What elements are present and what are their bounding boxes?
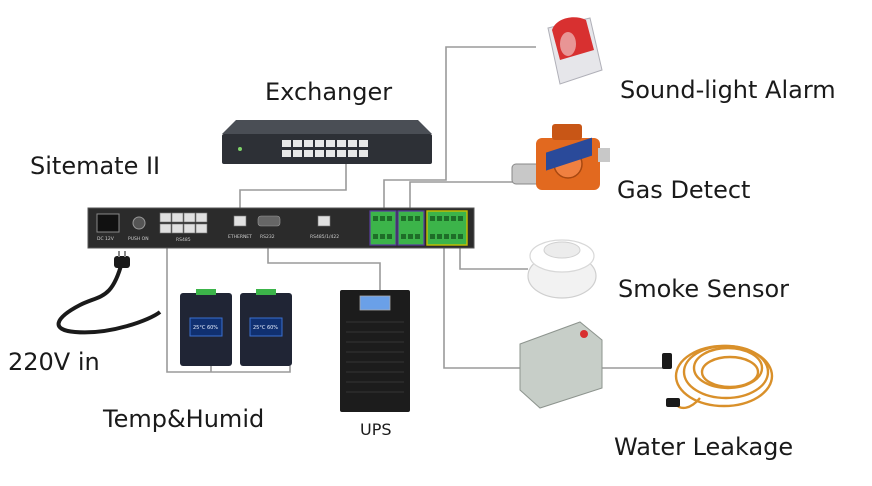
- temp-humid-sensor-2-icon: [240, 289, 292, 366]
- rs232-port-text: RS232: [260, 234, 275, 240]
- sitemate-device-panel: DC 12V PUSH ON RS485 ETHERNET RS232 RS48…: [87, 207, 475, 249]
- power-socket-icon: [96, 213, 120, 233]
- power-switch-text: PUSH ON: [128, 236, 149, 242]
- line-water: [443, 247, 524, 369]
- label-ups: UPS: [360, 420, 392, 439]
- smoke-sensor-icon: [527, 239, 597, 299]
- water-leak-cable-icon: [674, 344, 774, 410]
- line-rs485-temp-humid: [166, 248, 291, 373]
- connector-lines: [166, 46, 664, 373]
- exchanger-switch-icon: [222, 120, 432, 164]
- label-gas-detect: Gas Detect: [617, 176, 751, 204]
- sensor-1-reading: 25°C 60%: [193, 325, 218, 331]
- line-smoke: [459, 247, 528, 270]
- line-exchanger-ethernet: [239, 164, 347, 215]
- line-alarm: [383, 46, 536, 208]
- ups-icon: [340, 290, 410, 412]
- terminal-blocks-icon: [369, 210, 468, 246]
- line-rs232-ups: [267, 240, 381, 290]
- rs485-ports-text: RS485: [176, 237, 191, 243]
- ethernet-port-text: ETHERNET: [228, 234, 252, 240]
- label-exchanger: Exchanger: [265, 78, 393, 106]
- label-sitemate: Sitemate II: [30, 152, 161, 180]
- rs485-422-port-icon: [317, 215, 331, 227]
- water-leak-module-icon: [519, 137, 603, 409]
- power-port-text: DC 12V: [97, 236, 115, 242]
- rs485-1-port-text: RS485/1/422: [310, 234, 339, 240]
- sound-light-alarm-icon: [547, 17, 603, 85]
- label-sound-light-alarm: Sound-light Alarm: [620, 76, 836, 104]
- label-smoke-sensor: Smoke Sensor: [618, 275, 789, 303]
- label-water-leakage: Water Leakage: [614, 433, 794, 461]
- temp-humid-sensor-1-icon: [180, 289, 232, 366]
- label-power-in: 220V in: [8, 348, 100, 376]
- water-leak-probe-icon: [666, 398, 680, 407]
- power-cable-icon: [56, 251, 162, 335]
- rs232-port-icon: [257, 215, 281, 227]
- sensor-2-reading: 25°C 60%: [253, 325, 278, 331]
- line-gas: [409, 181, 520, 208]
- label-temp-humid: Temp&Humid: [103, 405, 265, 433]
- rs485-ports-icon: [159, 212, 208, 234]
- ethernet-port-icon: [233, 215, 247, 227]
